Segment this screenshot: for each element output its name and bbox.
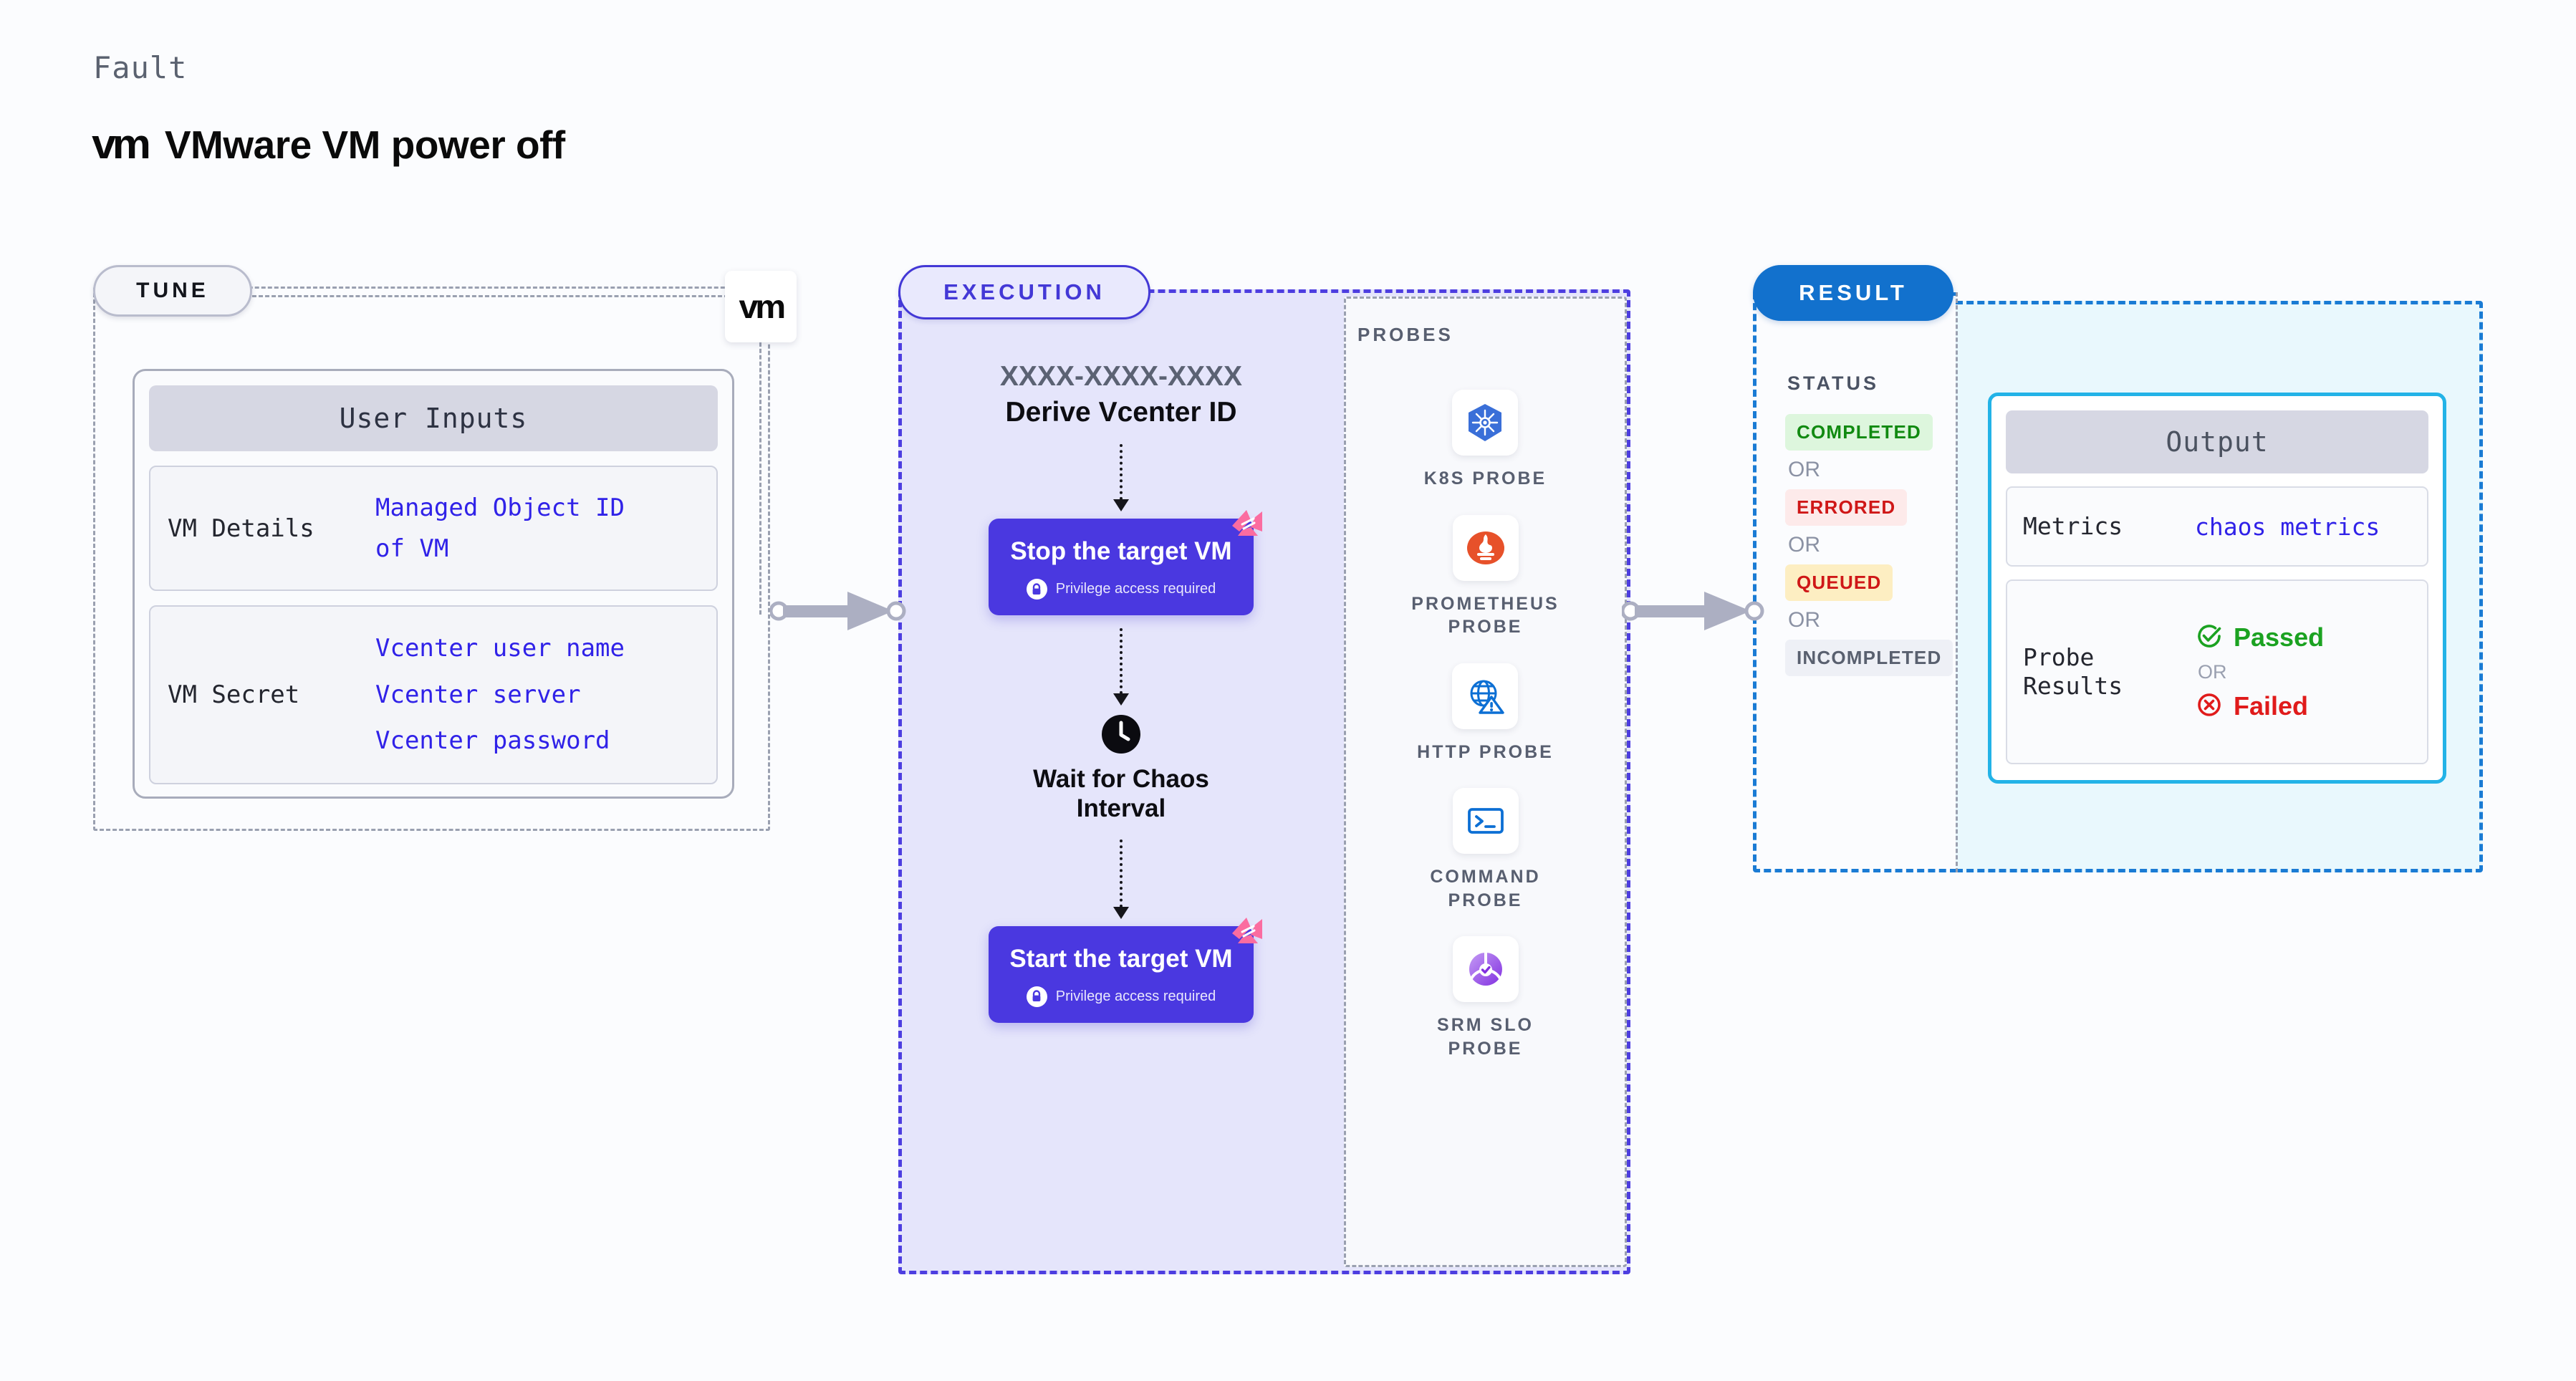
value-line: Vcenter user name [375, 634, 625, 663]
http-globe-warning-icon [1452, 663, 1519, 729]
privilege-note: Privilege access required [1026, 579, 1216, 600]
user-inputs-card: User Inputs VM Details Managed Object ID… [133, 369, 734, 799]
output-title: Output [2006, 410, 2428, 473]
passed-label: Passed [2234, 622, 2325, 652]
value-line: Vcenter password [375, 726, 610, 756]
page-title-row: vm VMware VM power off [92, 120, 565, 168]
table-row: VM Details Managed Object ID of VM [149, 466, 718, 591]
prometheus-icon [1452, 514, 1519, 581]
x-circle-icon [2195, 690, 2224, 723]
probe-result-passed: Passed [2195, 622, 2324, 654]
table-row: Probe Results Passed OR [2006, 579, 2428, 764]
table-row: Metrics chaos metrics [2006, 486, 2428, 567]
failed-label: Failed [2234, 691, 2309, 721]
srm-slo-icon [1452, 936, 1519, 1002]
probes-section-label: PROBES [1357, 324, 1453, 345]
or-label: OR [1788, 458, 1820, 481]
wait-for-chaos-step: Wait for Chaos Interval [1003, 714, 1239, 824]
lock-icon [1026, 579, 1047, 600]
probe-item-http[interactable]: HTTP PROBE [1417, 663, 1554, 764]
or-label: OR [1788, 608, 1820, 632]
probe-item-command[interactable]: COMMAND PROBE [1403, 788, 1568, 912]
terminal-icon [1452, 788, 1519, 854]
check-circle-icon [2195, 622, 2224, 654]
execution-pill-label: EXECUTION [898, 265, 1150, 319]
flow-arrow-down [1113, 628, 1129, 706]
value-line: Managed Object ID [375, 494, 625, 522]
tune-connector-vertical [759, 342, 761, 615]
result-divider [1956, 292, 1958, 872]
probe-label: HTTP PROBE [1417, 741, 1554, 762]
tune-pill-label: TUNE [93, 265, 252, 317]
probe-label: SRM SLO PROBE [1437, 1015, 1534, 1059]
probes-panel [1344, 297, 1627, 1267]
probe-label: COMMAND PROBE [1430, 867, 1541, 910]
privilege-note-text: Privilege access required [1055, 581, 1216, 597]
step-title: Stop the target VM [1010, 537, 1232, 565]
stop-target-vm-step[interactable]: Stop the target VM Privilege access requ… [989, 510, 1262, 615]
vm-secret-key: VM Secret [168, 680, 300, 709]
status-badge-list: COMPLETED OR ERRORED OR QUEUED OR INCOMP… [1785, 414, 1953, 676]
probes-list: K8S PROBE PROMETHEUS PROBE [1344, 297, 1627, 1060]
step-title: Start the target VM [1009, 944, 1233, 973]
status-badge: COMPLETED [1785, 414, 1933, 451]
vmware-logo-icon: vm [739, 288, 786, 325]
lock-icon [1026, 986, 1047, 1007]
table-row: VM Secret Vcenter user name Vcenter serv… [149, 605, 718, 784]
metrics-key: Metrics [2023, 511, 2123, 540]
start-target-vm-step[interactable]: Start the target VM Privilege access req… [989, 917, 1262, 1023]
page-title: VMware VM power off [164, 122, 565, 167]
execution-flow: XXXX-XXXX-XXXX Derive Vcenter ID Stop th… [898, 289, 1344, 1274]
litmus-chaos-icon [1229, 916, 1265, 953]
output-card: Output Metrics chaos metrics Probe Resul… [1988, 393, 2446, 784]
status-badge: QUEUED [1785, 564, 1893, 601]
probe-item-k8s[interactable]: K8S PROBE [1424, 390, 1547, 491]
connector-tune-to-execution [769, 586, 906, 640]
status-section-label: STATUS [1787, 372, 1879, 394]
vcenter-id-placeholder: XXXX-XXXX-XXXX [999, 361, 1243, 392]
litmus-chaos-icon [1229, 509, 1265, 545]
vmware-logo-icon: vm [92, 121, 151, 168]
or-label: OR [2198, 660, 2227, 683]
probe-label: PROMETHEUS PROBE [1411, 593, 1559, 637]
metrics-value: chaos metrics [2195, 512, 2380, 541]
probe-results-values: Passed OR Failed [2195, 622, 2324, 723]
probe-item-prometheus[interactable]: PROMETHEUS PROBE [1403, 514, 1568, 639]
derive-vcenter-id-label: Derive Vcenter ID [1005, 397, 1237, 428]
vm-secret-values: Vcenter user name Vcenter server Vcenter… [375, 633, 625, 756]
probe-result-failed: Failed [2195, 690, 2324, 723]
privilege-note-text: Privilege access required [1055, 988, 1216, 1004]
value-line: Vcenter server [375, 680, 581, 709]
or-label: OR [1788, 533, 1820, 557]
vmware-badge: vm [725, 271, 797, 342]
probe-item-srm-slo[interactable]: SRM SLO PROBE [1403, 936, 1568, 1060]
kubernetes-icon [1452, 390, 1519, 456]
tune-connector-horizontal [252, 295, 729, 297]
privilege-note: Privilege access required [1026, 986, 1216, 1007]
wait-step-label: Wait for Chaos Interval [1033, 765, 1209, 823]
page-eyebrow: Fault [93, 50, 188, 85]
probe-results-key: Probe Results [2023, 643, 2123, 700]
status-badge: ERRORED [1785, 489, 1908, 526]
result-pill-label: RESULT [1753, 265, 1953, 321]
connector-execution-to-result [1620, 586, 1765, 640]
status-badge: INCOMPLETED [1785, 640, 1953, 676]
tune-panel [93, 287, 770, 831]
flow-arrow-down [1113, 444, 1129, 511]
clock-icon [1101, 714, 1141, 754]
value-line: of VM [375, 534, 449, 563]
user-inputs-title: User Inputs [149, 385, 718, 451]
vm-details-key: VM Details [168, 514, 314, 543]
vm-details-values: Managed Object ID of VM [375, 493, 625, 564]
flow-arrow-down [1113, 839, 1129, 919]
probe-label: K8S PROBE [1423, 468, 1547, 489]
